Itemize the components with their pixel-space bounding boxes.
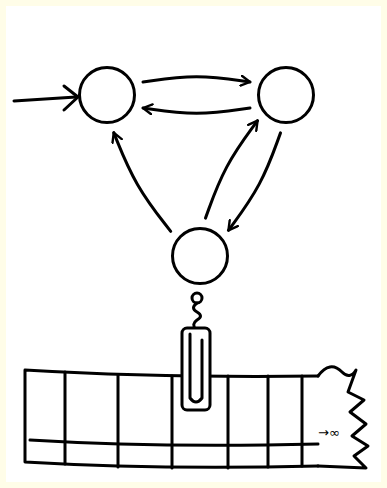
transition-arrow bbox=[228, 133, 280, 230]
paper-sheet bbox=[6, 6, 381, 482]
start-arrow-head bbox=[64, 86, 78, 110]
state-circle bbox=[171, 227, 229, 285]
tape-head-clip bbox=[190, 334, 202, 402]
tape-torn-end bbox=[318, 367, 368, 468]
circle-shape bbox=[173, 229, 228, 284]
transition-arrow bbox=[143, 108, 250, 113]
start-arrow bbox=[14, 97, 76, 101]
circle-outline bbox=[257, 66, 315, 124]
state-circle bbox=[78, 66, 136, 124]
tape-head bbox=[182, 328, 210, 410]
transition-arrow bbox=[143, 77, 250, 82]
tape-outline bbox=[25, 370, 318, 467]
state-circle bbox=[257, 66, 315, 124]
transition-arrow bbox=[114, 133, 171, 232]
transition-arrow bbox=[205, 121, 257, 218]
tape-end-note: →∞ bbox=[318, 425, 340, 440]
circle-shape bbox=[259, 68, 314, 123]
circle-shape bbox=[80, 68, 135, 123]
head-spring bbox=[194, 303, 201, 330]
circle-outline bbox=[171, 227, 229, 285]
circle-outline bbox=[78, 66, 136, 124]
